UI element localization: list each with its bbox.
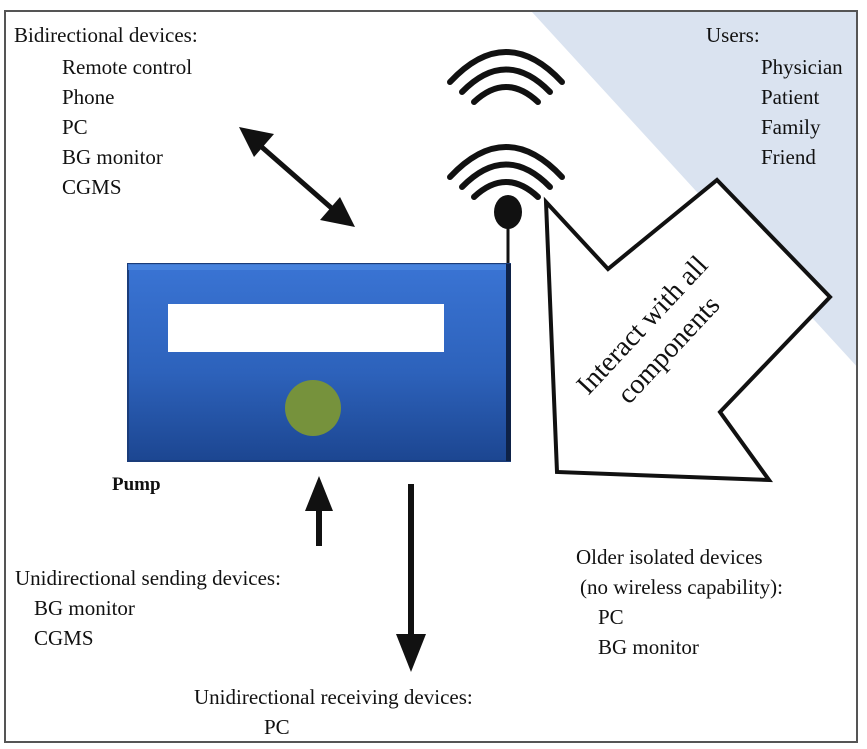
list-item: Remote control <box>62 55 193 79</box>
list-item: Family <box>761 115 821 139</box>
list-item: BG monitor <box>62 145 163 169</box>
users-region <box>532 12 856 366</box>
older-title: Older isolated devices <box>576 545 763 569</box>
sending-title: Unidirectional sending devices: <box>15 566 281 590</box>
list-item: PC <box>264 715 290 739</box>
pump-device <box>127 263 511 462</box>
users-title: Users: <box>706 23 760 47</box>
list-item: Patient <box>761 85 820 109</box>
wireless-signal-icon <box>447 144 565 200</box>
interact-arrow-shape <box>543 177 833 483</box>
users-list: Physician Patient Family Friend <box>761 52 843 172</box>
list-item: PC <box>62 115 88 139</box>
receiving-arrow-icon <box>396 484 426 672</box>
list-item: Friend <box>761 145 816 169</box>
pump-display <box>168 304 444 352</box>
bidirectional-title: Bidirectional devices: <box>14 23 198 47</box>
pump-label: Pump <box>112 474 161 495</box>
older-list: PC BG monitor <box>598 602 699 662</box>
list-item: CGMS <box>62 175 122 199</box>
sending-list: BG monitor CGMS <box>34 593 135 653</box>
list-item: PC <box>598 605 624 629</box>
diagram-canvas <box>127 12 856 672</box>
list-item: Physician <box>761 55 843 79</box>
list-item: CGMS <box>34 626 94 650</box>
sending-arrow-icon <box>305 476 333 546</box>
bidirectional-arrow-icon <box>239 127 355 227</box>
list-item: BG monitor <box>34 596 135 620</box>
antenna-icon <box>494 195 522 267</box>
diagram-frame: Bidirectional devices: Remote control Ph… <box>4 10 858 743</box>
receiving-title: Unidirectional receiving devices: <box>194 685 473 709</box>
pump-button <box>285 380 341 436</box>
bidirectional-list: Remote control Phone PC BG monitor CGMS <box>62 52 192 202</box>
wireless-signal-icon <box>447 49 565 105</box>
older-subtitle: (no wireless capability): <box>580 575 783 599</box>
list-item: Phone <box>62 85 115 109</box>
list-item: BG monitor <box>598 635 699 659</box>
receiving-list: PC <box>264 712 290 741</box>
